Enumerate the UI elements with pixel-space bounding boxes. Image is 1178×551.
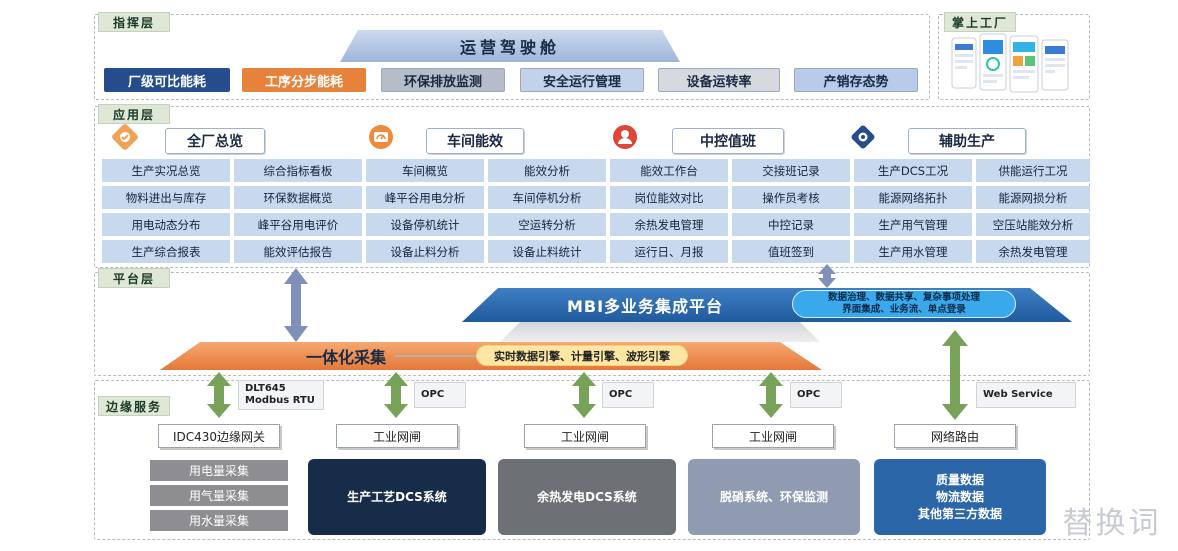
mbi-feature-line2: 界面集成、业务流、单点登录: [842, 304, 966, 315]
integrated-collection-title: 一体化采集: [305, 348, 386, 367]
module-1-item-7[interactable]: 生产综合报表: [102, 240, 230, 263]
kpi-1[interactable]: 厂级可比能耗: [104, 68, 230, 92]
module-2-item-7[interactable]: 设备止料分析: [366, 240, 484, 263]
module-3-item-4[interactable]: 操作员考核: [732, 186, 850, 209]
kpi-6[interactable]: 产销存态势: [794, 68, 918, 92]
arrow-app-mbi: [818, 264, 836, 288]
operator-icon: [612, 124, 638, 150]
module-1-item-3[interactable]: 物料进出与库存: [102, 186, 230, 209]
module-4-item-2[interactable]: 供能运行工况: [976, 159, 1090, 182]
arrow-webservice-mbi: [942, 330, 968, 420]
zone-label-platform: 平台层: [98, 268, 170, 288]
module-2-item-4[interactable]: 车间停机分析: [488, 186, 606, 209]
module-1-item-5[interactable]: 用电动态分布: [102, 213, 230, 236]
module-1-item-6[interactable]: 峰平谷用电评价: [234, 213, 362, 236]
module-3-item-7[interactable]: 运行日、月报: [610, 240, 728, 263]
system-1[interactable]: 生产工艺DCS系统: [308, 459, 486, 535]
module-1-item-1[interactable]: 生产实况总览: [102, 159, 230, 182]
system-4[interactable]: 质量数据物流数据其他第三方数据: [874, 459, 1046, 535]
module-4-item-6[interactable]: 空压站能效分析: [976, 213, 1090, 236]
gateway-2[interactable]: 工业网闸: [336, 424, 458, 448]
gateway-1[interactable]: IDC430边缘网关: [158, 424, 280, 448]
module-title-4[interactable]: 辅助生产: [908, 128, 1026, 154]
protocol-opc-3: OPC: [790, 382, 842, 408]
platform-zone: [94, 272, 1090, 376]
module-4-item-8[interactable]: 余热发电管理: [976, 240, 1090, 263]
protocol-modbus: Modbus RTU: [245, 395, 315, 406]
protocol-dlt-modbus: DLT645 Modbus RTU: [238, 380, 324, 410]
arrow-edge-4: [759, 372, 783, 418]
module-2-item-1[interactable]: 车间概览: [366, 159, 484, 182]
module-2-item-5[interactable]: 设备停机统计: [366, 213, 484, 236]
arrow-edge-3: [572, 372, 596, 418]
meter-2[interactable]: 用气量采集: [150, 485, 288, 506]
system-1-line-1: 生产工艺DCS系统: [347, 489, 447, 504]
meter-3[interactable]: 用水量采集: [150, 510, 288, 531]
module-1-item-4[interactable]: 环保数据概览: [234, 186, 362, 209]
arrow-app-platform-left: [284, 268, 308, 342]
system-3[interactable]: 脱硝系统、环保监测: [688, 459, 860, 535]
module-4-item-5[interactable]: 生产用气管理: [854, 213, 972, 236]
gateway-4[interactable]: 工业网闸: [712, 424, 834, 448]
kpi-2[interactable]: 工序分步能耗: [242, 68, 366, 92]
module-2-item-2[interactable]: 能效分析: [488, 159, 606, 182]
kpi-5[interactable]: 设备运转率: [658, 68, 780, 92]
mobile-app-screens-icon: [951, 33, 1069, 93]
module-3-item-5[interactable]: 余热发电管理: [610, 213, 728, 236]
module-3-item-2[interactable]: 交接班记录: [732, 159, 850, 182]
module-3-item-8[interactable]: 值班签到: [732, 240, 850, 263]
mbi-feature-capsule: 数据治理、数据共享、复杂事项处理 界面集成、业务流、单点登录: [792, 290, 1016, 318]
module-4-item-7[interactable]: 生产用水管理: [854, 240, 972, 263]
protocol-opc-2: OPC: [602, 382, 654, 408]
system-2[interactable]: 余热发电DCS系统: [498, 459, 676, 535]
cockpit-title: 运营驾驶舱: [459, 38, 560, 57]
gear-check-icon: [112, 124, 138, 150]
module-1-item-2[interactable]: 综合指标看板: [234, 159, 362, 182]
zone-label-command: 指挥层: [98, 12, 170, 32]
system-3-line-1: 脱硝系统、环保监测: [719, 489, 828, 504]
kpi-3[interactable]: 环保排放监测: [381, 68, 505, 92]
mbi-feature-line1: 数据治理、数据共享、复杂事项处理: [827, 292, 980, 303]
module-title-2[interactable]: 车间能效: [426, 128, 524, 154]
collection-engine-capsule: 实时数据引擎、计量引擎、波形引擎: [476, 345, 688, 366]
meter-1[interactable]: 用电量采集: [150, 460, 288, 481]
mbi-platform-title: MBI多业务集成平台: [566, 297, 724, 316]
protocol-webservice: Web Service: [976, 382, 1076, 408]
edge-zone: [94, 380, 1090, 540]
system-4-line-3: 其他第三方数据: [917, 506, 1002, 521]
system-4-line-2: 物流数据: [935, 489, 984, 504]
module-title-1[interactable]: 全厂总览: [165, 128, 265, 154]
platform-shadow: [500, 322, 820, 342]
kpi-4[interactable]: 安全运行管理: [520, 68, 644, 92]
network-gear-icon: [850, 124, 876, 150]
module-2-item-3[interactable]: 峰平谷用电分析: [366, 186, 484, 209]
gateway-3[interactable]: 工业网闸: [524, 424, 646, 448]
module-1-item-8[interactable]: 能效评估报告: [234, 240, 362, 263]
module-4-item-4[interactable]: 能源网损分析: [976, 186, 1090, 209]
zone-label-edge: 边缘服务: [98, 396, 170, 416]
module-2-item-6[interactable]: 空运转分析: [488, 213, 606, 236]
command-zone: [94, 14, 930, 100]
zone-label-application: 应用层: [98, 104, 170, 124]
protocol-dlt645: DLT645: [245, 383, 286, 394]
system-2-line-1: 余热发电DCS系统: [537, 489, 637, 504]
arrow-edge-2: [384, 372, 408, 418]
module-title-3[interactable]: 中控值班: [672, 128, 784, 154]
watermark: 替换词: [1062, 506, 1162, 541]
module-3-item-6[interactable]: 中控记录: [732, 213, 850, 236]
cockpit-banner: [340, 30, 680, 62]
module-2-item-8[interactable]: 设备止料统计: [488, 240, 606, 263]
module-4-item-3[interactable]: 能源网络拓扑: [854, 186, 972, 209]
module-4-item-1[interactable]: 生产DCS工况: [854, 159, 972, 182]
arrow-edge-1: [207, 372, 231, 418]
gateway-5[interactable]: 网络路由: [894, 424, 1016, 448]
system-4-line-1: 质量数据: [935, 472, 984, 487]
protocol-opc-1: OPC: [414, 382, 466, 408]
zone-label-mobile: 掌上工厂: [944, 12, 1016, 32]
module-3-item-1[interactable]: 能效工作台: [610, 159, 728, 182]
gauge-icon: [368, 124, 394, 150]
module-3-item-3[interactable]: 岗位能效对比: [610, 186, 728, 209]
